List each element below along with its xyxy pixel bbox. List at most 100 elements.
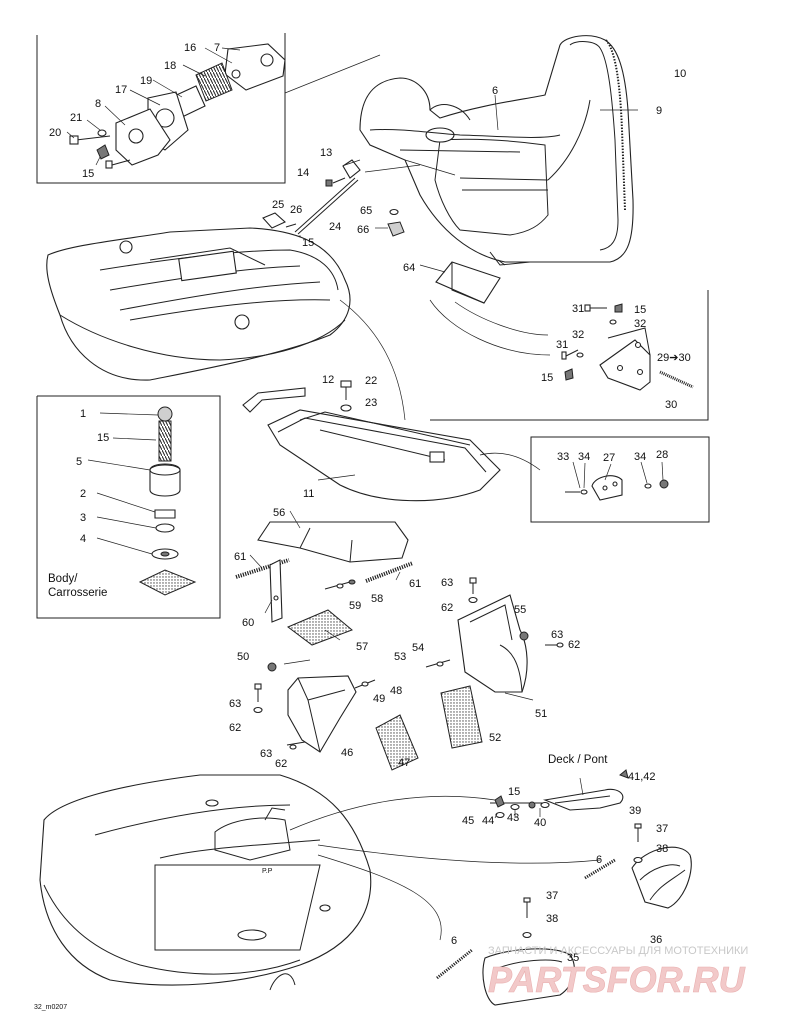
callout-23: 23 — [365, 397, 377, 409]
callout-48: 48 — [390, 685, 402, 697]
body-label-fr: Carrosserie — [48, 587, 107, 599]
deck-rear — [46, 227, 406, 421]
callout-44: 44 — [482, 815, 494, 827]
tray-51 — [425, 577, 564, 749]
callout-63-a: 63 — [441, 577, 453, 589]
callout-12: 12 — [322, 374, 334, 386]
callout-19: 19 — [140, 75, 152, 87]
callout-63-d: 63 — [260, 748, 272, 760]
callout-5: 5 — [76, 456, 82, 468]
callout-61-b: 61 — [409, 578, 421, 590]
storage-tub — [242, 380, 541, 502]
callout-65: 65 — [360, 205, 372, 217]
callout-18: 18 — [164, 60, 176, 72]
callout-34-b: 34 — [634, 451, 646, 463]
callout-38-a: 38 — [656, 843, 668, 855]
deck-label: Deck / Pont — [548, 754, 608, 766]
latch-inset — [530, 436, 710, 523]
callout-40: 40 — [534, 817, 546, 829]
callout-45: 45 — [462, 815, 474, 827]
callout-11: 11 — [303, 488, 314, 500]
callout-55: 55 — [514, 604, 526, 616]
tray-46 — [253, 659, 419, 771]
callout-17: 17 — [115, 84, 127, 96]
callout-14: 14 — [297, 167, 309, 179]
callout-15-b: 15 — [302, 237, 314, 249]
callout-43: 43 — [507, 812, 519, 824]
callout-63-c: 63 — [229, 698, 241, 710]
callout-6-c: 6 — [451, 935, 457, 947]
deck-rail — [490, 769, 629, 819]
lower-hull — [39, 774, 601, 991]
mount-inset — [36, 395, 221, 619]
storage-cover — [359, 35, 638, 266]
callout-47: 47 — [398, 757, 410, 769]
callout-32-b: 32 — [572, 329, 584, 341]
callout-2: 2 — [80, 488, 86, 500]
tray-56 — [235, 510, 414, 646]
callout-15-f: 15 — [508, 786, 520, 798]
callout-64: 64 — [403, 262, 415, 274]
watermark: ЗАПЧАСТИ И АКСЕССУАРЫ ДЛЯ МОТОТЕХНИКИ PA… — [488, 945, 749, 1000]
callout-27: 27 — [603, 452, 615, 464]
callout-62-d: 62 — [275, 758, 287, 770]
callout-25: 25 — [272, 199, 284, 211]
callout-51: 51 — [535, 708, 547, 720]
watermark-text: ЗАПЧАСТИ И АКСЕССУАРЫ ДЛЯ МОТОТЕХНИКИ — [488, 945, 748, 957]
callout-21: 21 — [70, 112, 82, 124]
callout-6-b: 6 — [596, 854, 602, 866]
callout-20: 20 — [49, 127, 61, 139]
callout-1: 1 — [80, 408, 86, 420]
callout-59: 59 — [349, 600, 361, 612]
callout-56: 56 — [273, 507, 285, 519]
body-label: Body/ — [48, 573, 78, 585]
callout-38-b: 38 — [546, 913, 558, 925]
latch-plate — [419, 259, 551, 356]
callout-41-42: 41,42 — [628, 771, 656, 783]
callout-15-a: 15 — [82, 168, 94, 180]
hinge-inset — [36, 33, 381, 184]
callout-49: 49 — [373, 693, 385, 705]
callout-50: 50 — [237, 651, 249, 663]
callout-31-b: 31 — [556, 339, 568, 351]
callout-62-a: 62 — [441, 602, 453, 614]
callout-63-b: 63 — [551, 629, 563, 641]
callout-15-e: 15 — [97, 432, 109, 444]
callout-15-d: 15 — [541, 372, 553, 384]
callout-3: 3 — [80, 512, 86, 524]
hull-marking: P.P — [262, 868, 273, 875]
callout-61-a: 61 — [234, 551, 246, 563]
callout-53: 53 — [394, 651, 406, 663]
callout-33: 33 — [557, 451, 569, 463]
callout-10: 10 — [674, 68, 686, 80]
callout-4: 4 — [80, 533, 86, 545]
callout-58: 58 — [371, 593, 383, 605]
callout-30: 30 — [665, 399, 677, 411]
callout-32-a: 32 — [634, 318, 646, 330]
grab-handles — [436, 823, 692, 1006]
callout-39: 39 — [629, 805, 641, 817]
callout-57: 57 — [356, 641, 368, 653]
callout-31-a: 31 — [572, 303, 584, 315]
callout-29-30: 29➔30 — [657, 352, 691, 364]
callout-62-b: 62 — [568, 639, 580, 651]
callout-7: 7 — [214, 42, 220, 54]
callout-28: 28 — [656, 449, 668, 461]
callout-52: 52 — [489, 732, 501, 744]
drawing-code: 32_m0207 — [34, 1004, 67, 1011]
callout-35: 35 — [567, 952, 579, 964]
watermark-logo: PARTSFOR.RU — [488, 959, 746, 1000]
callout-16: 16 — [184, 42, 196, 54]
callout-66: 66 — [357, 224, 369, 236]
callout-6-a: 6 — [492, 85, 498, 97]
callout-37-b: 37 — [546, 890, 558, 902]
callout-24: 24 — [329, 221, 341, 233]
callout-60: 60 — [242, 617, 254, 629]
callout-37-a: 37 — [656, 823, 668, 835]
callout-labels: 16 7 18 19 17 8 21 20 15 10 6 9 13 14 25… — [34, 42, 691, 1011]
callout-62-c: 62 — [229, 722, 241, 734]
callout-13: 13 — [320, 147, 332, 159]
callout-36: 36 — [650, 934, 662, 946]
callout-15-c: 15 — [634, 304, 646, 316]
